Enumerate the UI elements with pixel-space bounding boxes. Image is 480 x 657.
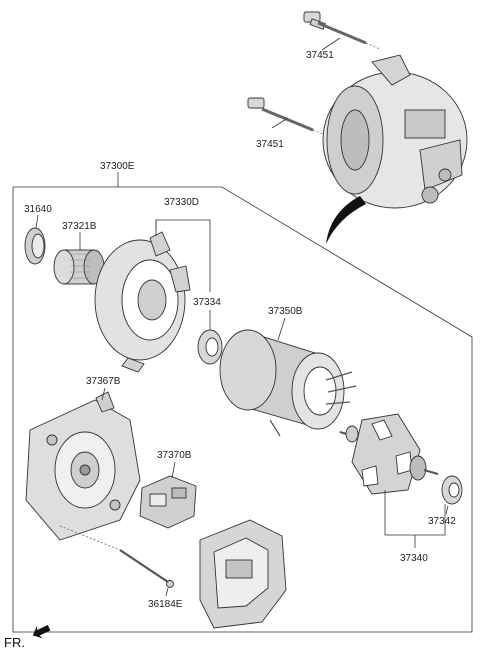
assembly-arrow [326,196,366,244]
label-front-bracket: 37330D [164,197,199,208]
rear-bearing-part [441,475,463,505]
bolt-lower-part [247,97,331,138]
label-cap: 31640 [24,204,52,215]
label-rear-bracket: 37367B [86,376,121,387]
label-stator: 37350B [268,306,303,317]
label-rotor: 37340 [400,553,428,564]
bolt-upper-part [303,11,381,50]
through-bolt-part [59,525,174,588]
rear-cover-part [199,519,287,629]
leader-cap [35,214,39,229]
direction-label: FR. [4,635,25,650]
label-alternator-assy: 37300E [100,161,135,172]
regulator-part [139,475,197,529]
label-pulley: 37321B [62,221,97,232]
leader-regulator [171,461,176,479]
stator-part [219,329,357,437]
label-regulator: 37370B [157,450,192,461]
label-front-bearing: 37334 [193,297,221,308]
leader-bolt-lower [271,117,289,129]
assembly-frame [12,186,473,633]
alternator-assembly-part [322,54,468,209]
label-bolt-upper: 37451 [306,50,334,61]
cap-part [24,227,46,265]
label-through-bolt: 36184E [148,599,183,610]
leader-through-bolt [165,587,169,597]
front-bearing-part [197,329,223,365]
direction-arrow-icon [32,625,51,639]
leader-bolt-upper [321,37,341,51]
front-bracket-part [94,231,191,373]
leader-stator [277,317,286,341]
bracket-rotor [384,490,446,536]
rotor-part [339,413,439,495]
leader-rear-bracket [101,387,106,401]
label-rear-bearing: 37342 [428,516,456,527]
leader-rear-bearing [445,505,449,515]
rear-bracket-part [25,391,141,541]
pulley-part [53,249,105,285]
label-bolt-lower: 37451 [256,139,284,150]
